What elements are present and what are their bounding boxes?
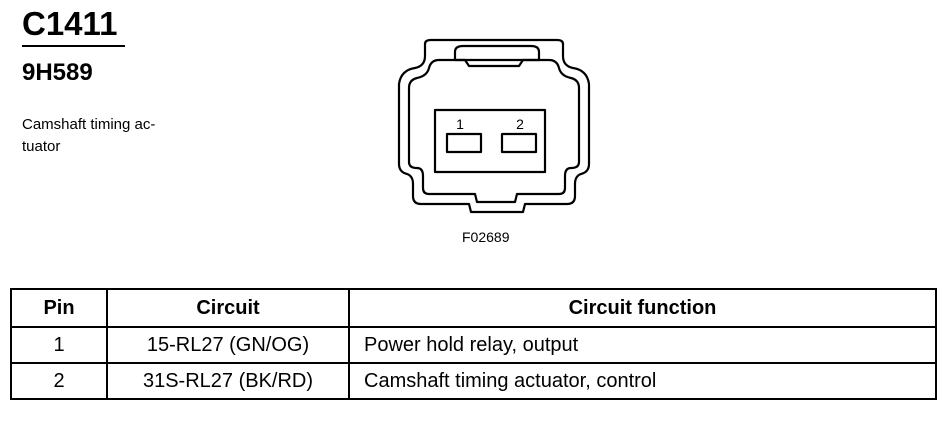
column-header-circuit-function: Circuit function [348, 288, 937, 328]
circuit-function-cell: Power hold relay, output [348, 326, 937, 364]
pin-2-terminal [500, 132, 538, 154]
circuit-cell: 15-RL27 (GN/OG) [106, 326, 350, 364]
part-number: 9H589 [22, 59, 93, 86]
connector-outer-housing [397, 38, 591, 214]
circuit-cell: 31S-RL27 (BK/RD) [106, 362, 350, 400]
pin-2-label: 2 [516, 116, 524, 132]
column-header-pin: Pin [10, 288, 108, 328]
table-row: 2 31S-RL27 (BK/RD) Camshaft timing actua… [10, 362, 937, 400]
table-row: 1 15-RL27 (GN/OG) Power hold relay, outp… [10, 326, 937, 364]
pin-number-cell: 2 [10, 362, 108, 400]
title-underline [22, 45, 125, 47]
pin-table: Pin Circuit Circuit function 1 15-RL27 (… [10, 288, 937, 400]
table-header-row: Pin Circuit Circuit function [10, 288, 937, 328]
pin-cavity [433, 108, 547, 174]
connector-description: Camshaft timing ac- tuator [22, 116, 156, 155]
pin-number-cell: 1 [10, 326, 108, 364]
circuit-function-cell: Camshaft timing actuator, control [348, 362, 937, 400]
connector-id: C1411 [22, 5, 118, 42]
connector-latch [453, 44, 541, 62]
connector-face-diagram: 1 2 [397, 38, 591, 214]
pin-1-label: 1 [456, 116, 464, 132]
pin-1-terminal [445, 132, 483, 154]
connector-inner-housing [407, 58, 581, 204]
column-header-circuit: Circuit [106, 288, 350, 328]
figure-id: F02689 [462, 229, 510, 245]
